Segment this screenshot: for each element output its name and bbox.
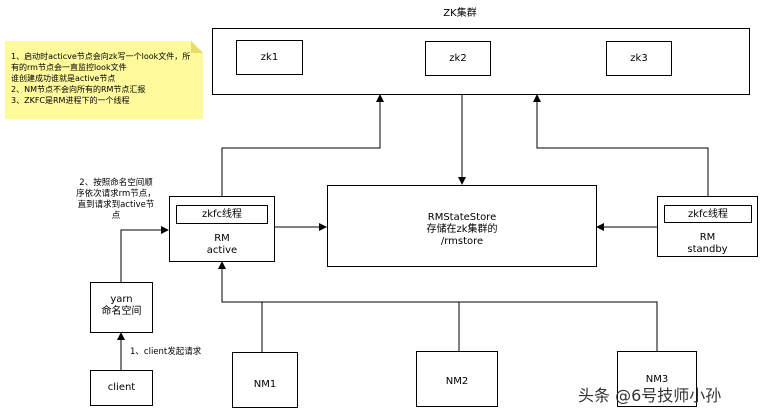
- rm-active-zkfc: zkfc线程: [176, 205, 268, 224]
- note-line-3: 2、NM节点不会向所有的RM节点汇报: [11, 85, 146, 94]
- rm-active-state: active: [206, 245, 238, 256]
- rm-active-name: RM: [214, 233, 230, 244]
- zk3-label: zk3: [630, 53, 648, 64]
- nm3-connector: [459, 301, 658, 351]
- note-line-2: 谁创建成功谁就是active节点: [11, 74, 116, 83]
- zk2-label: zk2: [449, 53, 467, 64]
- rm-standby-name: RM: [699, 232, 716, 243]
- step2-line-4: 点: [111, 211, 121, 221]
- step2-line-2: 序依次请求rm节点，: [76, 189, 156, 199]
- nm2-label: NM2: [445, 376, 469, 387]
- rm-standby-zkfc: zkfc线程: [664, 205, 752, 223]
- nm2-connector: [262, 301, 460, 351]
- rm-active-to-zk-arrow: [221, 94, 384, 196]
- client-label: client: [107, 382, 136, 393]
- store-line-3: /rmstore: [440, 236, 484, 247]
- zk-cluster-title: ZK集群: [443, 8, 477, 19]
- watermark: 头条 @6号技师小孙: [578, 386, 722, 405]
- rm-standby-zkfc-label: zkfc线程: [687, 209, 729, 220]
- client-node: client: [90, 370, 153, 406]
- rm-standby-state: standby: [687, 244, 728, 255]
- step2-text: 2、按照命名空间顺 序依次请求rm节点， 直到请求到active节 点: [66, 178, 166, 222]
- rm-standby: zkfc线程 RM standby: [657, 196, 758, 257]
- sticky-note: 1、启动时acticve节点会向zk写一个look文件，所有的rm节点会一直监控…: [5, 41, 203, 119]
- yarn-line-1: yarn: [110, 294, 133, 305]
- zk2-node: zk2: [425, 41, 491, 76]
- note-line-1: 1、启动时acticve节点会向zk写一个look文件，所有的rm节点会一直监控…: [11, 52, 191, 72]
- rm-active-zkfc-label: zkfc线程: [201, 209, 243, 220]
- note-line-4: 3、ZKFC是RM进程下的一个线程: [11, 96, 130, 105]
- rm-standby-to-zk-arrow: [533, 94, 709, 196]
- nm1-node: NM1: [232, 352, 298, 408]
- zk1-label: zk1: [260, 52, 279, 63]
- step2-line-3: 直到请求到active节: [77, 200, 155, 210]
- zk3-node: zk3: [606, 41, 672, 76]
- nm1-label: NM1: [253, 379, 277, 390]
- store-line-2: 存储在zk集群的: [426, 224, 498, 235]
- step2-line-1: 2、按照命名空间顺: [79, 178, 153, 188]
- nm2-node: NM2: [416, 351, 498, 407]
- yarn-line-2: 命名空间: [101, 306, 142, 317]
- yarn-namespace: yarn 命名空间: [90, 282, 153, 333]
- yarn-to-rm-arrow: [120, 226, 169, 282]
- nm-to-rm-arrow: [218, 261, 263, 352]
- zk1-node: zk1: [236, 40, 303, 75]
- rm-state-store: RMStateStore 存储在zk集群的 /rmstore: [327, 185, 597, 267]
- nm3-node: NM3: [617, 351, 697, 407]
- note-fold-icon: [191, 41, 203, 53]
- store-line-1: RMStateStore: [427, 212, 497, 223]
- nm3-label: NM3: [645, 374, 669, 385]
- rm-active: zkfc线程 RM active: [169, 196, 275, 262]
- step1-text: 1、client发起请求: [130, 347, 202, 357]
